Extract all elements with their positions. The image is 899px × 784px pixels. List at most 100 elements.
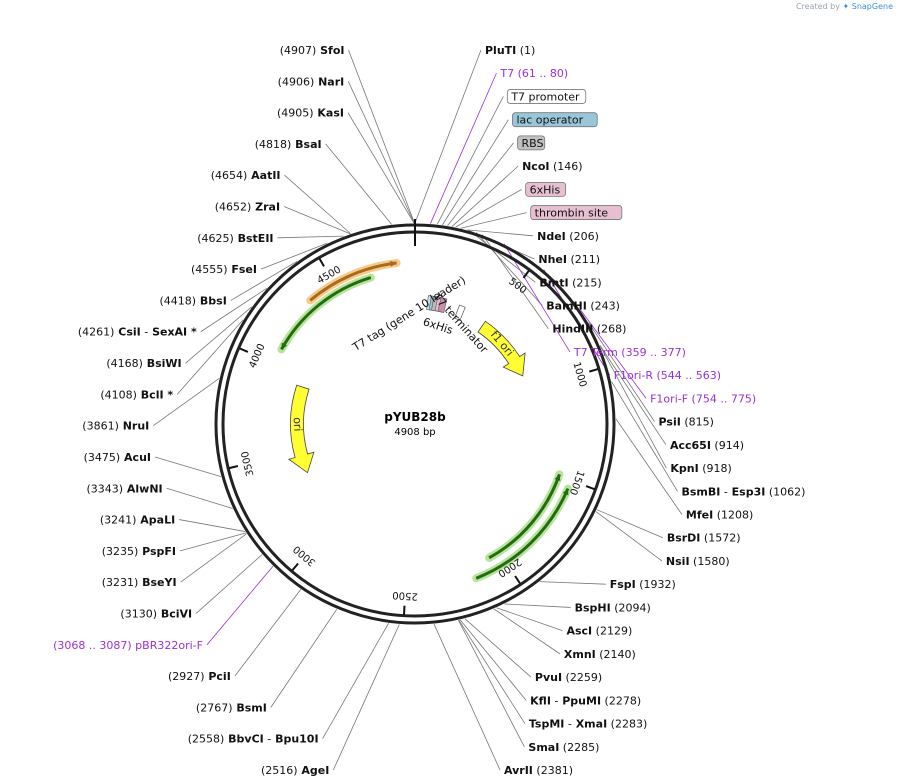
feature-kanr-2[interactable] — [488, 473, 561, 560]
label-text-aatii: (4654) AatII — [211, 169, 281, 182]
label-t7-term[interactable]: T7 Term (359 .. 377) — [573, 346, 686, 359]
label-kasi[interactable]: (4905) KasI — [277, 107, 344, 120]
label-text-apali: (3241) ApaLI — [100, 514, 175, 527]
label-zrai[interactable]: (4652) ZraI — [215, 201, 280, 214]
feature-kanr-3[interactable] — [475, 487, 570, 580]
label-smai[interactable]: SmaI (2285) — [528, 741, 599, 754]
leader-kfli — [459, 619, 527, 701]
label-acc65i[interactable]: Acc65I (914) — [670, 439, 744, 452]
label-text-csii: (4261) CsiI - SexAI * — [78, 326, 197, 339]
label-nsii[interactable]: NsiI (1580) — [666, 555, 730, 568]
label-f1ori-f[interactable]: F1ori-F (754 .. 775) — [650, 392, 756, 405]
label-t7[interactable]: T7 (61 .. 80) — [499, 67, 568, 80]
label-bseyi[interactable]: (3231) BseYI — [102, 576, 177, 589]
label-text-smai: SmaI (2285) — [528, 741, 599, 754]
label-t7-promoter[interactable]: T7 promoter — [506, 89, 587, 104]
leader-fsei — [260, 242, 328, 270]
label-aatii[interactable]: (4654) AatII — [211, 169, 281, 182]
label-text-mfei: MfeI (1208) — [686, 509, 753, 522]
label-avrii[interactable]: AvrII (2381) — [504, 764, 573, 777]
label-alwni[interactable]: (3343) AlwNI — [86, 482, 162, 495]
label-ndei[interactable]: NdeI (206) — [537, 230, 599, 243]
label-nari[interactable]: (4906) NarI — [278, 75, 345, 88]
label-pbr322ori-f[interactable]: (3068 .. 3087) pBR322ori-F — [53, 639, 203, 652]
leader-alwni — [166, 487, 233, 509]
leader-acui — [154, 456, 222, 478]
feature-arrowhead-laci — [390, 260, 397, 267]
label-pspfi[interactable]: (3235) PspFI — [102, 545, 176, 558]
leader-bseyi — [180, 533, 247, 583]
leader-nrui — [153, 378, 220, 426]
tick-4500 — [318, 258, 325, 267]
tick-4000 — [239, 347, 249, 353]
label-tspmi[interactable]: TspMI - XmaI (2283) — [529, 718, 647, 731]
label-bcivi[interactable]: (3130) BciVI — [120, 607, 192, 620]
label-bamhi[interactable]: BamHI (243) — [546, 299, 620, 312]
t7-terminator-marker[interactable] — [453, 304, 466, 321]
label-text-xmni: XmnI (2140) — [564, 648, 636, 661]
label-hindiii[interactable]: HindIII (268) — [552, 323, 626, 336]
leader-bsteii — [277, 235, 344, 239]
label-kpni[interactable]: KpnI (918) — [670, 462, 731, 475]
label-text-bbsi: (4418) BbsI — [160, 294, 227, 307]
leader-zrai — [283, 206, 351, 235]
label-lac-operator[interactable]: lac operator — [512, 112, 598, 128]
label-acui[interactable]: (3475) AcuI — [84, 451, 151, 464]
label-text-avrii: AvrII (2381) — [504, 764, 573, 777]
tick-3500 — [228, 465, 239, 470]
label-fspi[interactable]: FspI (1932) — [610, 578, 676, 591]
label-pluti[interactable]: PluTI (1) — [485, 44, 535, 57]
leader-pluti — [414, 49, 482, 224]
label-text-pvui: PvuI (2259) — [535, 671, 602, 684]
label-text-ndei: NdeI (206) — [537, 230, 599, 243]
leader-mfei — [615, 418, 683, 515]
label-bsiwi[interactable]: (4168) BsiWI — [106, 357, 181, 370]
mcs-feature-4[interactable] — [437, 297, 448, 313]
leader-kpni — [600, 346, 667, 469]
feature-laci[interactable] — [309, 261, 397, 302]
label-text-kpni: KpnI (918) — [670, 462, 731, 475]
label-pvui[interactable]: PvuI (2259) — [535, 671, 602, 684]
label-apali[interactable]: (3241) ApaLI — [100, 514, 175, 527]
feature-label-ori: ori — [291, 417, 305, 432]
label-pcii[interactable]: (2927) PciI — [168, 670, 231, 683]
leader-psii — [588, 322, 655, 422]
label-sfoi[interactable]: (4907) SfoI — [280, 44, 345, 57]
label-bsai[interactable]: (4818) BsaI — [255, 138, 322, 151]
label-asci[interactable]: AscI (2129) — [566, 625, 632, 638]
label-psii[interactable]: PsiI (815) — [659, 416, 714, 429]
label-mfei[interactable]: MfeI (1208) — [686, 509, 753, 522]
label-bbvci[interactable]: (2558) BbvCI - Bpu10I — [188, 733, 319, 746]
site-labels: PluTI (1) T7 (61 .. 80) T7 promoter lac ope… — [53, 44, 805, 777]
tick-500 — [522, 270, 530, 279]
tick-1000 — [589, 368, 599, 373]
label-text-bseyi: (3231) BseYI — [102, 576, 177, 589]
label-f1ori-r[interactable]: F1ori-R (544 .. 563) — [614, 369, 721, 382]
label-csii[interactable]: (4261) CsiI - SexAI * — [78, 326, 197, 339]
label-agei[interactable]: (2516) AgeI — [261, 764, 329, 777]
feature-f1-ori[interactable] — [477, 320, 526, 377]
label-nrui[interactable]: (3861) NruI — [82, 420, 149, 433]
label-bmti[interactable]: BmtI (215) — [539, 276, 601, 289]
label-text-nhei: NheI (211) — [538, 253, 600, 266]
feature-ori[interactable] — [287, 384, 315, 474]
feature-kanr-1[interactable] — [280, 276, 372, 351]
tick-label-1000: 1000 — [570, 361, 588, 389]
label-bbsi[interactable]: (4418) BbsI — [160, 294, 227, 307]
label-bsmi[interactable]: (2767) BsmI — [196, 701, 267, 714]
label-bsphi[interactable]: BspHI (2094) — [575, 601, 651, 614]
label-rbs[interactable]: RBS — [517, 135, 546, 151]
label-bsrdi[interactable]: BsrDI (1572) — [667, 532, 741, 545]
label-thrombin-site[interactable]: thrombin site — [530, 205, 623, 220]
leader-6xhis — [455, 189, 522, 228]
label-xmni[interactable]: XmnI (2140) — [564, 648, 636, 661]
label-bsteii[interactable]: (4625) BstEII — [197, 232, 273, 245]
label-fsei[interactable]: (4555) FseI — [191, 263, 257, 276]
label-bcli[interactable]: (4108) BclI * — [100, 388, 173, 401]
label-ncoi[interactable]: NcoI (146) — [522, 160, 582, 173]
label-bsmbi[interactable]: BsmBI - Esp3I (1062) — [681, 485, 805, 498]
label-kfli[interactable]: KflI - PpuMI (2278) — [530, 694, 641, 707]
label-nhei[interactable]: NheI (211) — [538, 253, 600, 266]
label-6xhis[interactable]: 6xHis — [525, 181, 567, 197]
